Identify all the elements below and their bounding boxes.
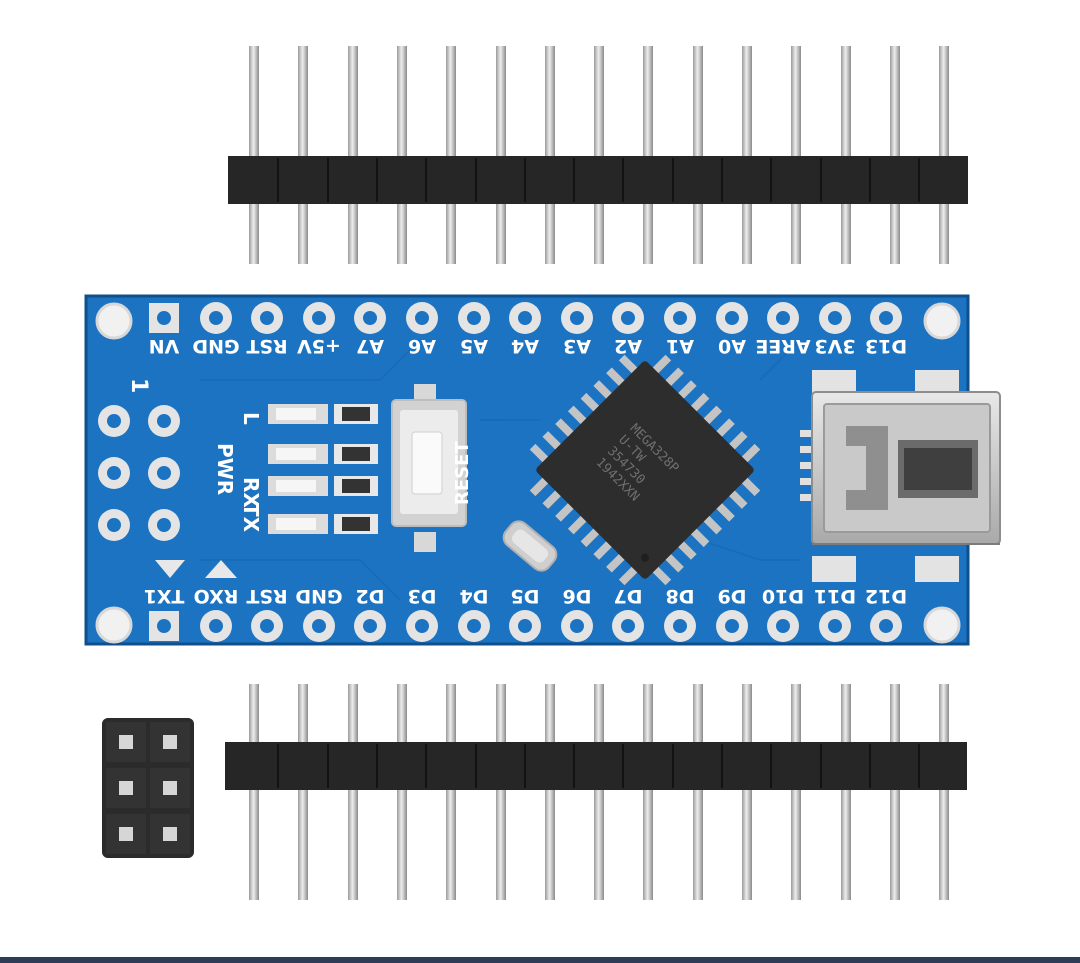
header-pin (397, 684, 407, 900)
bottom-header-plastic (225, 742, 967, 790)
bottom-pin-label: D7 (614, 585, 643, 607)
header-pin (939, 684, 949, 900)
top-pin-label: GND (192, 335, 239, 357)
header-pin (298, 684, 308, 900)
bottom-pin-label: D4 (460, 585, 489, 607)
header-pin (249, 684, 259, 900)
tx-arrow-marker (155, 560, 185, 578)
header-pin (496, 684, 506, 900)
top-pin-header-strip (228, 46, 968, 264)
bottom-pin-label: D11 (814, 585, 856, 607)
top-pin-label: A1 (666, 335, 694, 357)
reset-label: RESET (452, 441, 473, 505)
bottom-pin-label: D6 (563, 585, 592, 607)
bottom-pin-label: D8 (666, 585, 695, 607)
header-pin (841, 684, 851, 900)
top-pin-label: A0 (718, 335, 746, 357)
top-pin-label: A2 (614, 335, 642, 357)
top-pin-label: AREE (755, 335, 810, 357)
header-pin (890, 684, 900, 900)
header-pin (446, 684, 456, 900)
bottom-pin-label: TX1 (144, 585, 185, 607)
header-pin (693, 46, 703, 264)
header-pin (348, 46, 358, 264)
bottom-pin-label: RST (246, 585, 287, 607)
bottom-pin-label: D12 (865, 585, 907, 607)
header-pin (397, 46, 407, 264)
bottom-pin-header-strip (225, 684, 967, 900)
top-pin-label: A5 (460, 335, 488, 357)
header-pin (643, 46, 653, 264)
top-pin-label: A7 (356, 335, 384, 357)
bottom-pin-label: D10 (762, 585, 804, 607)
top-pin-label: A4 (511, 335, 539, 357)
header-pin (643, 684, 653, 900)
pin1-marker: 1 (126, 378, 151, 393)
led-label-rx: RX (239, 477, 263, 508)
top-pin-label: VN (149, 335, 180, 357)
top-pin-label: D13 (865, 335, 907, 357)
header-pin (742, 46, 752, 264)
bottom-pin-label: GND (295, 585, 342, 607)
led-rx (268, 476, 378, 496)
header-pin (249, 46, 259, 264)
top-pin-label: RST (246, 335, 287, 357)
bottom-pin-label: RXO (194, 585, 239, 607)
icsp-pads (98, 405, 180, 541)
led-label-l: L (239, 412, 263, 425)
led-pwr (268, 444, 378, 464)
header-pin (890, 46, 900, 264)
header-pin (791, 684, 801, 900)
header-pin (939, 46, 949, 264)
header-pin (446, 46, 456, 264)
header-pin (693, 684, 703, 900)
header-pin (594, 684, 604, 900)
led-label-pwr: PWR (213, 443, 237, 495)
status-leds (268, 404, 378, 534)
header-pin (545, 46, 555, 264)
led-label-tx: TX (239, 503, 263, 533)
top-pin-label: +5V (297, 335, 341, 357)
header-pin (791, 46, 801, 264)
header-pin (496, 46, 506, 264)
header-pin (298, 46, 308, 264)
bottom-pin-label: D2 (356, 585, 385, 607)
top-pin-label: A3 (563, 335, 591, 357)
rx-arrow-marker (205, 560, 237, 578)
bottom-pin-label: D3 (408, 585, 437, 607)
bottom-border-bar (0, 957, 1080, 963)
mounting-holes (95, 302, 961, 644)
header-pin (594, 46, 604, 264)
bottom-pin-label: D5 (511, 585, 540, 607)
header-pin (545, 684, 555, 900)
crystal (502, 520, 558, 572)
bottom-pin-label: D9 (718, 585, 747, 607)
header-pin (841, 46, 851, 264)
header-pin (742, 684, 752, 900)
mini-usb-port (800, 370, 1001, 582)
top-header-plastic (228, 156, 968, 204)
reset-button (391, 384, 467, 552)
top-pin-label: A6 (408, 335, 436, 357)
atmega328p-chip: MEGA328P U-TW 354730 1942XXN (529, 354, 761, 586)
icsp-header-block (102, 718, 194, 858)
led-tx (268, 514, 378, 534)
top-pin-label: 3V3 (814, 335, 855, 357)
led-l (268, 404, 378, 424)
header-pin (348, 684, 358, 900)
